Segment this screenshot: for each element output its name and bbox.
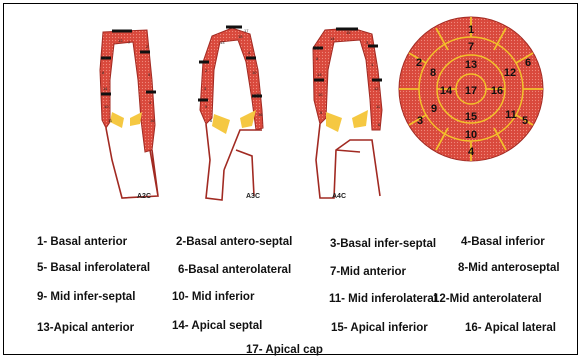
- a4c-segment-number: 1: [371, 62, 373, 67]
- a4c-segment-number: 12: [374, 86, 378, 91]
- a4c-segment-number: 13: [317, 72, 321, 77]
- a2c-segment-number: 13: [118, 38, 122, 43]
- legend-item-16: 16- Apical lateral: [465, 322, 556, 334]
- bullseye-label-11: 11: [505, 109, 517, 121]
- a3c-segment-number: 6: [210, 118, 212, 123]
- a3c-papillary-2: [240, 110, 256, 128]
- bullseye-label-5: 5: [522, 115, 528, 127]
- legend-item-9: 9- Mid infer-septal: [37, 291, 135, 303]
- a3c-papillary: [212, 114, 230, 134]
- a3c-segment-number: 4: [248, 50, 250, 55]
- a2c-segment-number: 14: [103, 86, 107, 91]
- bullseye-label-10: 10: [465, 129, 477, 141]
- a2c-segment-number: 4: [149, 100, 151, 105]
- bullseye-label-15: 15: [465, 111, 477, 123]
- bullseye-label-16: 16: [491, 85, 503, 97]
- a4c-papillary-2: [352, 110, 368, 128]
- a3c-cavity-outline: [206, 124, 262, 200]
- a4c-cavity-outline: [316, 124, 380, 198]
- a2c-segment-number: 1: [104, 55, 106, 60]
- bullseye-label-1: 1: [468, 24, 474, 36]
- legend-item-7: 7-Mid anterior: [330, 266, 406, 278]
- a4c-segment-number: 14: [330, 36, 334, 41]
- legend-item-6: 6-Basal anterolateral: [178, 264, 291, 276]
- a3c-segment-number: 2: [205, 68, 207, 73]
- legend-item-2: 2-Basal antero-septal: [176, 236, 292, 248]
- a4c-view: [313, 28, 382, 198]
- a4c-segment-number: 6: [378, 122, 380, 127]
- a4c-segment-number: 11: [376, 104, 380, 109]
- a4c-segment-number: 10: [318, 92, 322, 97]
- legend-item-12: 12-Mid anterolateral: [433, 293, 542, 305]
- legend-item-10: 10- Mid inferior: [172, 291, 254, 303]
- legend-item-17: 17- Apical cap: [246, 344, 323, 356]
- a4c-segment-number: 15: [346, 30, 350, 35]
- a2c-segment-number: 16: [150, 118, 154, 123]
- bullseye-label-6: 6: [525, 57, 531, 69]
- a3c-segment-number: 16: [258, 112, 262, 117]
- a2c-segment-number: 8: [102, 70, 104, 75]
- bullseye-label-4: 4: [468, 146, 475, 158]
- bullseye-label-14: 14: [440, 85, 453, 97]
- a3c-label: A3C: [246, 193, 260, 200]
- a2c-segment-number: 11: [108, 118, 112, 123]
- a2c-segment-number: 7: [128, 40, 130, 45]
- bullseye-label-2: 2: [416, 57, 422, 69]
- bullseye-plot: 1 2 3 4 5 6 7 8 9 10 11 12 13 14 15 16 1…: [399, 17, 543, 161]
- bullseye-label-13: 13: [465, 59, 477, 71]
- a3c-segment-number: 13: [220, 40, 224, 45]
- a4c-segment-number: 5: [320, 110, 322, 115]
- legend-item-13: 13-Apical anterior: [37, 322, 134, 334]
- bullseye-label-7: 7: [468, 41, 474, 53]
- a4c-segment-number: 8: [316, 56, 318, 61]
- a2c-label: A2C: [137, 193, 151, 200]
- a3c-segment-number: 15: [238, 34, 242, 39]
- a3c-segment-number: 10: [252, 70, 256, 75]
- legend-item-15: 15- Apical inferior: [331, 322, 428, 334]
- a4c-label: A4C: [332, 193, 346, 200]
- a3c-view: [198, 27, 263, 200]
- a3c-segment-number: 17: [244, 28, 248, 33]
- a2c-segment-number: 5: [148, 72, 150, 77]
- a3c-segment-number: 3: [204, 86, 206, 91]
- legend-item-4: 4-Basal inferior: [461, 236, 545, 248]
- a4c-segment-number: 3: [366, 40, 368, 45]
- a3c-segment-number: 9: [205, 104, 207, 109]
- legend-item-3: 3-Basal infer-septal: [330, 238, 436, 250]
- bullseye-label-12: 12: [504, 67, 516, 79]
- a2c-papillary-2: [130, 112, 142, 126]
- bullseye-label-8: 8: [430, 67, 436, 79]
- legend-item-14: 14- Apical septal: [172, 320, 262, 332]
- bullseye-label-9: 9: [431, 103, 437, 115]
- a2c-segment-number: 2: [146, 44, 148, 49]
- a4c-papillary: [326, 112, 342, 132]
- bullseye-label-17: 17: [465, 85, 477, 97]
- legend-item-5: 5- Basal inferolateral: [37, 262, 150, 274]
- legend-item-11: 11- Mid inferolateral: [329, 293, 437, 305]
- bullseye-label-3: 3: [417, 115, 423, 127]
- legend-item-1: 1- Basal anterior: [37, 236, 127, 248]
- legend-item-8: 8-Mid anteroseptal: [458, 262, 560, 274]
- a2c-view: [100, 30, 158, 198]
- a3c-segment-number: 11: [256, 92, 260, 97]
- a2c-segment-number: 10: [104, 104, 108, 109]
